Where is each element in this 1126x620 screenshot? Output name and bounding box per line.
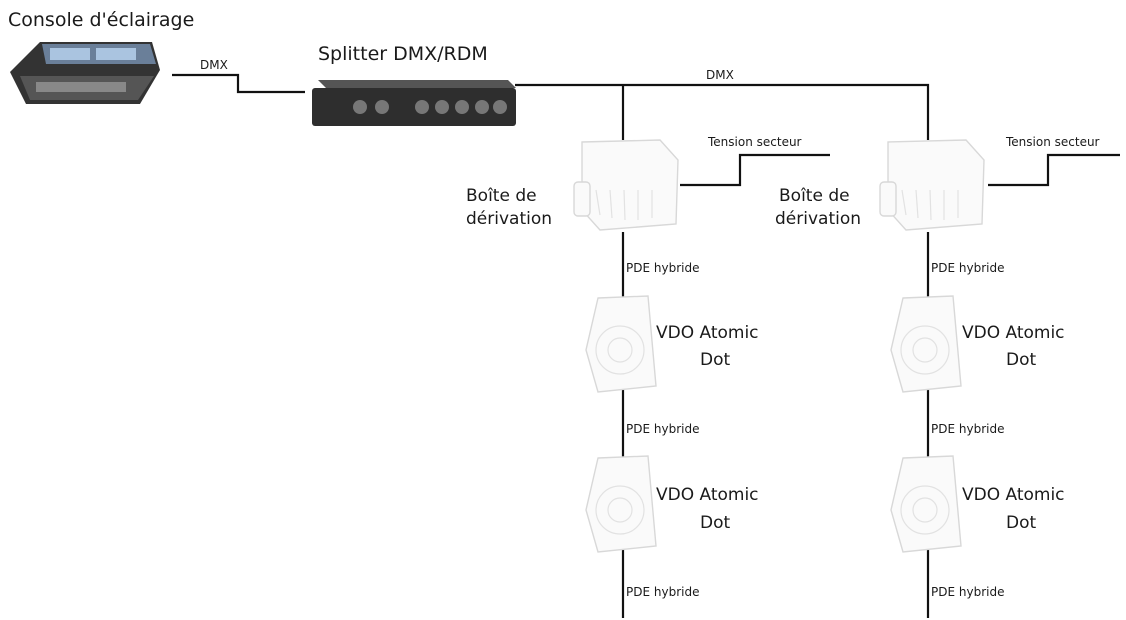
wire-mains-1 <box>680 153 830 187</box>
tension-label-1: Tension secteur <box>707 135 802 149</box>
vdo-label-2a: VDO Atomic <box>656 485 759 505</box>
pde-label-6: PDE hybride <box>931 585 1004 599</box>
wire-mains-2 <box>988 153 1120 187</box>
fixture-image-4 <box>890 455 962 553</box>
boite-label-1b: dérivation <box>466 209 552 229</box>
dmx-label-top: DMX <box>706 68 734 82</box>
pde-label-2: PDE hybride <box>626 422 699 436</box>
pde-label-3: PDE hybride <box>626 585 699 599</box>
console-label: Console d'éclairage <box>8 9 194 31</box>
vdo-label-3b: Dot <box>1006 350 1036 370</box>
dmx-label-left: DMX <box>200 58 228 72</box>
fixture-image-1 <box>585 295 657 393</box>
vdo-label-4b: Dot <box>1006 513 1036 533</box>
splitter-device-image <box>312 80 516 126</box>
fixture-image-3 <box>890 295 962 393</box>
junction-box-image-2 <box>879 139 985 231</box>
boite-label-2a: Boîte de <box>779 186 850 206</box>
vdo-label-1a: VDO Atomic <box>656 323 759 343</box>
pde-label-4: PDE hybride <box>931 261 1004 275</box>
vdo-label-4a: VDO Atomic <box>962 485 1065 505</box>
wire-dmx-trunk <box>515 83 930 140</box>
pde-label-5: PDE hybride <box>931 422 1004 436</box>
wire-console-to-splitter <box>172 73 305 94</box>
vdo-label-2b: Dot <box>700 513 730 533</box>
splitter-label: Splitter DMX/RDM <box>318 43 488 65</box>
fixture-image-2 <box>585 455 657 553</box>
junction-box-image-1 <box>573 139 679 231</box>
lighting-console-image <box>10 42 160 104</box>
boite-label-2b: dérivation <box>775 209 861 229</box>
pde-label-1: PDE hybride <box>626 261 699 275</box>
vdo-label-3a: VDO Atomic <box>962 323 1065 343</box>
vdo-label-1b: Dot <box>700 350 730 370</box>
boite-label-1a: Boîte de <box>466 186 537 206</box>
tension-label-2: Tension secteur <box>1005 135 1100 149</box>
